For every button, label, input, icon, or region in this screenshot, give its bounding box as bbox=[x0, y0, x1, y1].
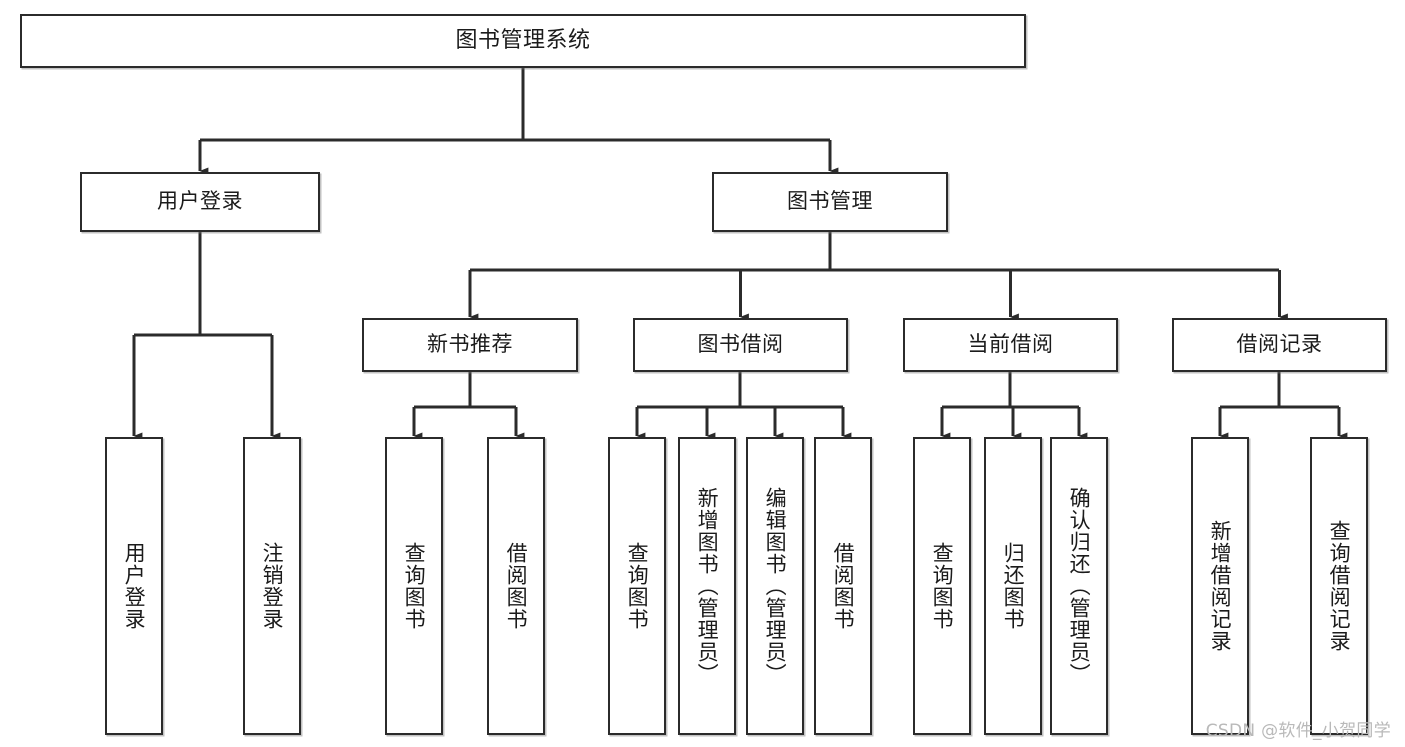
node-label: 图书管理 bbox=[787, 189, 873, 214]
node-label: 新增借阅记录 bbox=[1208, 520, 1233, 652]
node-label: 图书借阅 bbox=[697, 332, 784, 357]
node-user-login-group[interactable]: 用户登录 bbox=[80, 172, 320, 232]
node-label: 查询图书 bbox=[930, 542, 955, 630]
node-leaf-confirm-return-admin[interactable]: 确认归还（管理员） bbox=[1050, 437, 1108, 735]
node-leaf-user-login[interactable]: 用户登录 bbox=[105, 437, 163, 735]
node-leaf-edit-book-admin[interactable]: 编辑图书（管理员） bbox=[746, 437, 804, 735]
node-leaf-add-borrow-record[interactable]: 新增借阅记录 bbox=[1191, 437, 1249, 735]
node-label: 确认归还（管理员） bbox=[1067, 487, 1092, 685]
node-label: 查询图书 bbox=[625, 542, 650, 630]
node-label: 新增图书（管理员） bbox=[695, 487, 720, 685]
node-leaf-query-book-recommend[interactable]: 查询图书 bbox=[385, 437, 443, 735]
node-label: 查询图书 bbox=[402, 542, 427, 630]
node-label: 归还图书 bbox=[1001, 542, 1026, 630]
node-label: 新书推荐 bbox=[427, 332, 513, 357]
node-label: 图书管理系统 bbox=[455, 27, 591, 53]
node-label: 用户登录 bbox=[157, 189, 243, 214]
node-leaf-borrow-book[interactable]: 借阅图书 bbox=[814, 437, 872, 735]
node-label: 借阅记录 bbox=[1236, 332, 1323, 357]
node-leaf-return-book[interactable]: 归还图书 bbox=[984, 437, 1042, 735]
connector-lines bbox=[132, 68, 1348, 440]
node-new-book-recommend[interactable]: 新书推荐 bbox=[362, 318, 578, 372]
node-label: 借阅图书 bbox=[831, 542, 856, 630]
node-book-management-group[interactable]: 图书管理 bbox=[712, 172, 948, 232]
node-book-borrow[interactable]: 图书借阅 bbox=[633, 318, 848, 372]
node-label: 查询借阅记录 bbox=[1327, 520, 1352, 652]
node-label: 编辑图书（管理员） bbox=[763, 487, 788, 685]
node-root[interactable]: 图书管理系统 bbox=[20, 14, 1026, 68]
node-leaf-query-book-borrow[interactable]: 查询图书 bbox=[608, 437, 666, 735]
node-leaf-query-borrow-record[interactable]: 查询借阅记录 bbox=[1310, 437, 1368, 735]
node-label: 当前借阅 bbox=[967, 332, 1054, 357]
node-current-borrow[interactable]: 当前借阅 bbox=[903, 318, 1118, 372]
node-leaf-borrow-book-recommend[interactable]: 借阅图书 bbox=[487, 437, 545, 735]
node-leaf-logout[interactable]: 注销登录 bbox=[243, 437, 301, 735]
node-label: 借阅图书 bbox=[504, 542, 529, 630]
node-label: 注销登录 bbox=[260, 542, 285, 630]
node-leaf-query-book-current[interactable]: 查询图书 bbox=[913, 437, 971, 735]
node-leaf-add-book-admin[interactable]: 新增图书（管理员） bbox=[678, 437, 736, 735]
node-label: 用户登录 bbox=[122, 542, 147, 630]
node-borrow-records[interactable]: 借阅记录 bbox=[1172, 318, 1387, 372]
